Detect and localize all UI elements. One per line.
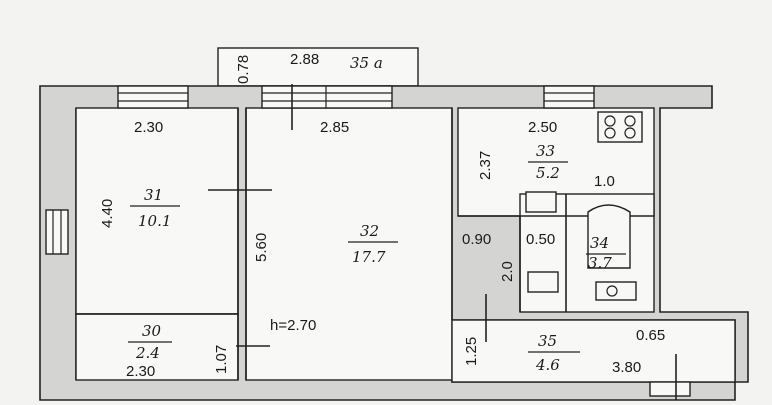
room-32-width: 2.85 xyxy=(320,119,349,136)
bathtub-icon xyxy=(587,204,631,269)
room-33-length: 2.37 xyxy=(477,151,494,180)
room-33-width: 2.50 xyxy=(528,119,557,136)
room-30-id: 30 xyxy=(142,322,162,340)
room-33-area: 5.2 xyxy=(536,164,560,182)
room-31-id: 31 xyxy=(144,186,163,204)
room-33-id: 33 xyxy=(536,142,555,160)
room-31-area: 10.1 xyxy=(138,212,171,230)
ceiling-height: h=2.70 xyxy=(270,317,316,334)
corridor-dim: 0.90 xyxy=(462,231,491,248)
room-32-length: 5.60 xyxy=(253,233,270,262)
balcony xyxy=(217,47,419,87)
room-32-id: 32 xyxy=(360,222,379,240)
balcony-label: 35 а xyxy=(350,54,383,72)
window xyxy=(117,85,189,109)
room-34-width: 0.50 xyxy=(526,231,555,248)
room-35-area: 4.6 xyxy=(535,356,560,374)
sink-icon xyxy=(527,271,559,293)
room-35-length: 1.25 xyxy=(463,337,480,366)
room-30-length: 1.07 xyxy=(213,345,230,374)
room-31-width: 2.30 xyxy=(134,119,163,136)
window xyxy=(45,209,69,255)
room-35-id: 35 xyxy=(538,332,557,350)
toilet-icon xyxy=(595,281,637,301)
room-34-id: 34 xyxy=(590,234,609,252)
balcony-width: 2.88 xyxy=(290,51,319,68)
sink-icon xyxy=(525,191,557,213)
room-30-width: 2.30 xyxy=(126,363,155,380)
room-34-area: 3.7 xyxy=(588,254,612,272)
kitchen-door-dim: 1.0 xyxy=(594,173,615,190)
window xyxy=(543,85,595,109)
room-30 xyxy=(75,313,239,381)
balcony-depth: 0.78 xyxy=(235,55,252,84)
room-35-width: 3.80 xyxy=(612,359,641,376)
room-35 xyxy=(451,319,736,383)
room-32 xyxy=(245,107,453,381)
window xyxy=(649,381,691,397)
window xyxy=(261,85,393,109)
bath-small-dim: 0.65 xyxy=(636,327,665,344)
stove-icon xyxy=(597,111,643,143)
room-34-length: 2.0 xyxy=(499,261,516,282)
room-30-area: 2.4 xyxy=(135,344,160,362)
room-32-area: 17.7 xyxy=(352,248,386,266)
room-31-length: 4.40 xyxy=(99,199,116,228)
